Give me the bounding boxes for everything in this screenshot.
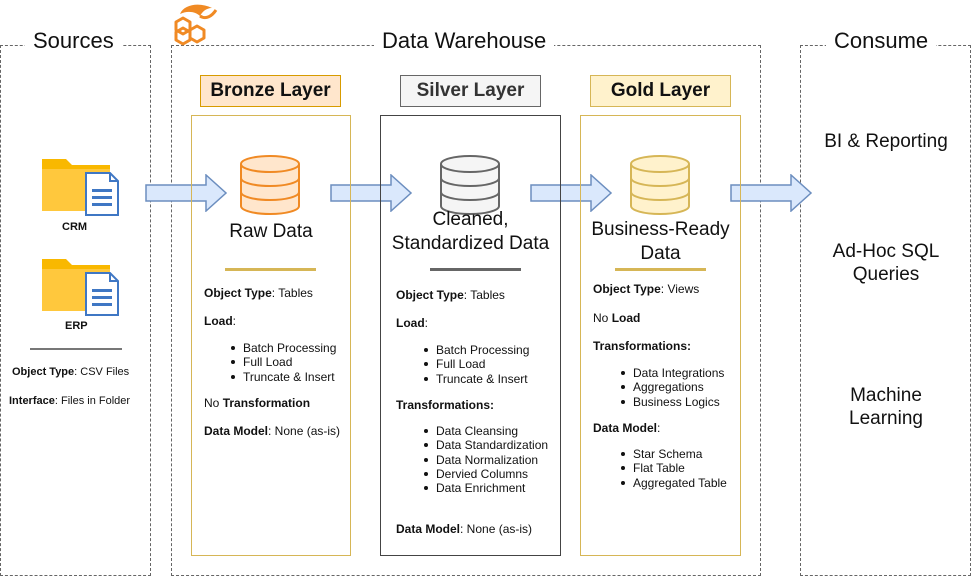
bronze-layer-label: Bronze Layer <box>200 75 341 107</box>
bronze-load-heading: Load: <box>204 314 237 328</box>
list-item: Flat Table <box>619 461 727 475</box>
bronze-transformation: No Transformation <box>204 396 311 410</box>
silver-transformations-heading: Transformations: <box>396 398 495 412</box>
list-item: Truncate & Insert <box>422 372 529 386</box>
bronze-load-list: Batch Processing Full Load Truncate & In… <box>229 341 336 384</box>
consume-item-adhoc-sql: Ad-Hoc SQL Queries <box>832 241 940 285</box>
silver-divider <box>430 268 521 271</box>
silver-load-list: Batch Processing Full Load Truncate & In… <box>422 343 529 386</box>
list-item: Data Cleansing <box>422 424 548 438</box>
right-arrow-icon <box>730 173 813 213</box>
list-item: Full Load <box>229 355 336 369</box>
list-item: Aggregations <box>619 380 724 394</box>
silver-data-model: Data Model: None (as-is) <box>396 522 533 536</box>
source-file-label: ERP <box>65 320 88 332</box>
gold-transformations-list: Data Integrations Aggregations Business … <box>619 366 724 409</box>
bronze-title: Raw Data <box>229 221 313 242</box>
database-icon <box>239 154 301 216</box>
silver-object-type: Object Type: Tables <box>396 288 505 302</box>
logo-icon <box>166 0 222 48</box>
bronze-layer-box <box>191 115 351 556</box>
gold-transformations-heading: Transformations: <box>593 339 692 353</box>
list-item: Data Enrichment <box>422 481 548 495</box>
gold-divider <box>615 268 706 271</box>
list-item: Business Logics <box>619 395 724 409</box>
gold-title: Business-Ready Data <box>591 219 730 264</box>
silver-layer-box <box>380 115 561 556</box>
warehouse-title: Data Warehouse <box>374 28 555 54</box>
database-icon <box>629 154 691 216</box>
sources-object-type: Object Type: CSV Files <box>12 366 130 378</box>
gold-layer-box <box>580 115 741 556</box>
silver-title: Cleaned, Standardized Data <box>391 209 550 254</box>
folder-document-icon <box>40 255 122 317</box>
sources-interface: Interface: Files in Folder <box>9 395 131 407</box>
right-arrow-icon <box>530 173 613 213</box>
database-icon <box>439 154 501 216</box>
consume-item-machine-learning: Machine Learning <box>849 385 923 429</box>
right-arrow-icon <box>330 173 413 213</box>
consume-item-bi-reporting: BI & Reporting <box>824 131 948 152</box>
folder-document-icon <box>40 155 122 217</box>
gold-data-model-heading: Data Model: <box>593 421 661 435</box>
list-item: Truncate & Insert <box>229 370 336 384</box>
list-item: Batch Processing <box>229 341 336 355</box>
list-item: Star Schema <box>619 447 727 461</box>
list-item: Data Normalization <box>422 453 548 467</box>
sources-divider <box>30 348 122 350</box>
sources-title: Sources <box>25 28 122 54</box>
list-item: Aggregated Table <box>619 476 727 490</box>
list-item: Dervied Columns <box>422 467 548 481</box>
silver-load-heading: Load: <box>396 316 429 330</box>
source-file-label: CRM <box>62 221 88 233</box>
gold-data-model-list: Star Schema Flat Table Aggregated Table <box>619 447 727 490</box>
list-item: Data Integrations <box>619 366 724 380</box>
gold-layer-label: Gold Layer <box>590 75 731 107</box>
gold-object-type: Object Type: Views <box>593 282 700 296</box>
right-arrow-icon <box>145 173 228 213</box>
bronze-data-model: Data Model: None (as-is) <box>204 424 341 438</box>
gold-load: No Load <box>593 311 641 325</box>
bronze-divider <box>225 268 316 271</box>
list-item: Batch Processing <box>422 343 529 357</box>
consume-title: Consume <box>826 28 937 54</box>
bronze-object-type: Object Type: Tables <box>204 286 313 300</box>
consume-section <box>800 45 971 576</box>
silver-layer-label: Silver Layer <box>400 75 541 107</box>
list-item: Data Standardization <box>422 438 548 452</box>
silver-transformations-list: Data Cleansing Data Standardization Data… <box>422 424 548 495</box>
list-item: Full Load <box>422 357 529 371</box>
